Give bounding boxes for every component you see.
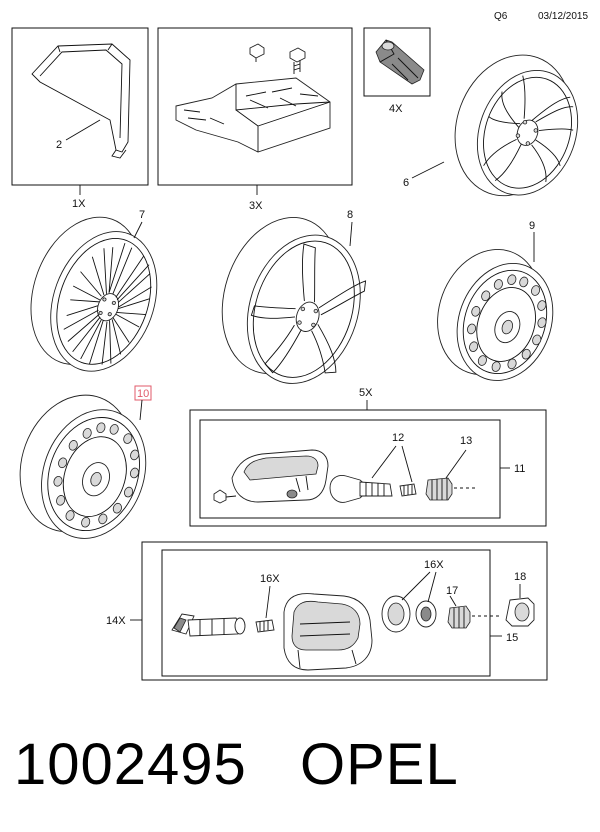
callout-11: 11 [514,463,525,475]
callout-10-highlight [134,385,152,401]
callout-3x: 3X [249,200,263,212]
alloy-wheel-7 [30,216,158,372]
part-box-14x [141,541,548,681]
leader-12b [401,445,413,483]
band-sensor-drawing [171,593,535,671]
part-number: 1002495 [14,732,247,797]
steel-wheel-10 [19,394,147,539]
header-date: 03/12/2015 [538,11,588,22]
brand-name: OPEL [300,732,459,797]
alloy-wheel-6 [454,54,579,197]
callout-12: 12 [392,432,404,444]
callout-6: 6 [403,177,409,189]
part-group-6[interactable]: 6 [403,39,598,215]
leader-13 [445,449,467,479]
callout-9: 9 [529,220,535,232]
tpms-sensor-drawing [213,449,476,504]
part-group-3[interactable]: 3X [157,27,353,212]
part-box-3 [157,27,353,186]
callout-7: 7 [139,209,145,221]
bolt-kit-drawing [175,43,331,153]
leader-16x-b1 [401,571,431,601]
leader-12a [371,445,397,479]
callout-10: 10 [137,388,149,400]
callout-1x: 1X [72,198,86,210]
callout-16x-b: 16X [424,559,444,571]
leader-6 [411,161,445,179]
alloy-wheel-8 [221,217,367,384]
part-group-11[interactable]: 5X 11 12 [189,387,547,527]
leader-16x-a [265,585,271,619]
bolt-cap-drawing [375,39,425,85]
callout-13: 13 [460,435,472,447]
leader-10 [139,399,143,421]
callout-18: 18 [514,571,526,583]
part-group-1[interactable]: 2 1X [11,27,149,210]
wheel-trim-drawing [31,43,131,159]
callout-14x: 14X [106,615,126,627]
steel-wheel-9 [437,249,554,381]
callout-16x-a: 16X [260,573,280,585]
part-group-7[interactable]: 7 [11,202,178,387]
leader-17 [449,595,457,607]
leader-2 [65,119,101,141]
part-group-10[interactable]: 10 [2,379,166,553]
part-group-8[interactable]: 8 [202,202,381,398]
part-box-15 [161,549,491,677]
part-group-9[interactable]: 9 [421,220,572,394]
callout-2: 2 [56,139,62,151]
part-box-5x [189,409,547,527]
leader-7 [133,221,143,239]
callout-15: 15 [506,632,518,644]
part-group-4[interactable]: 4X [363,27,431,115]
callout-4x: 4X [389,103,403,115]
callout-17: 17 [446,585,458,597]
header-code: Q6 [494,11,508,22]
callout-8: 8 [347,209,353,221]
leader-16x-b2 [427,571,437,603]
part-box-11 [199,419,501,519]
leader-8 [349,221,353,247]
part-box-4 [363,27,431,97]
part-group-15[interactable]: 14X 15 [106,541,548,681]
callout-5x: 5X [359,387,373,399]
